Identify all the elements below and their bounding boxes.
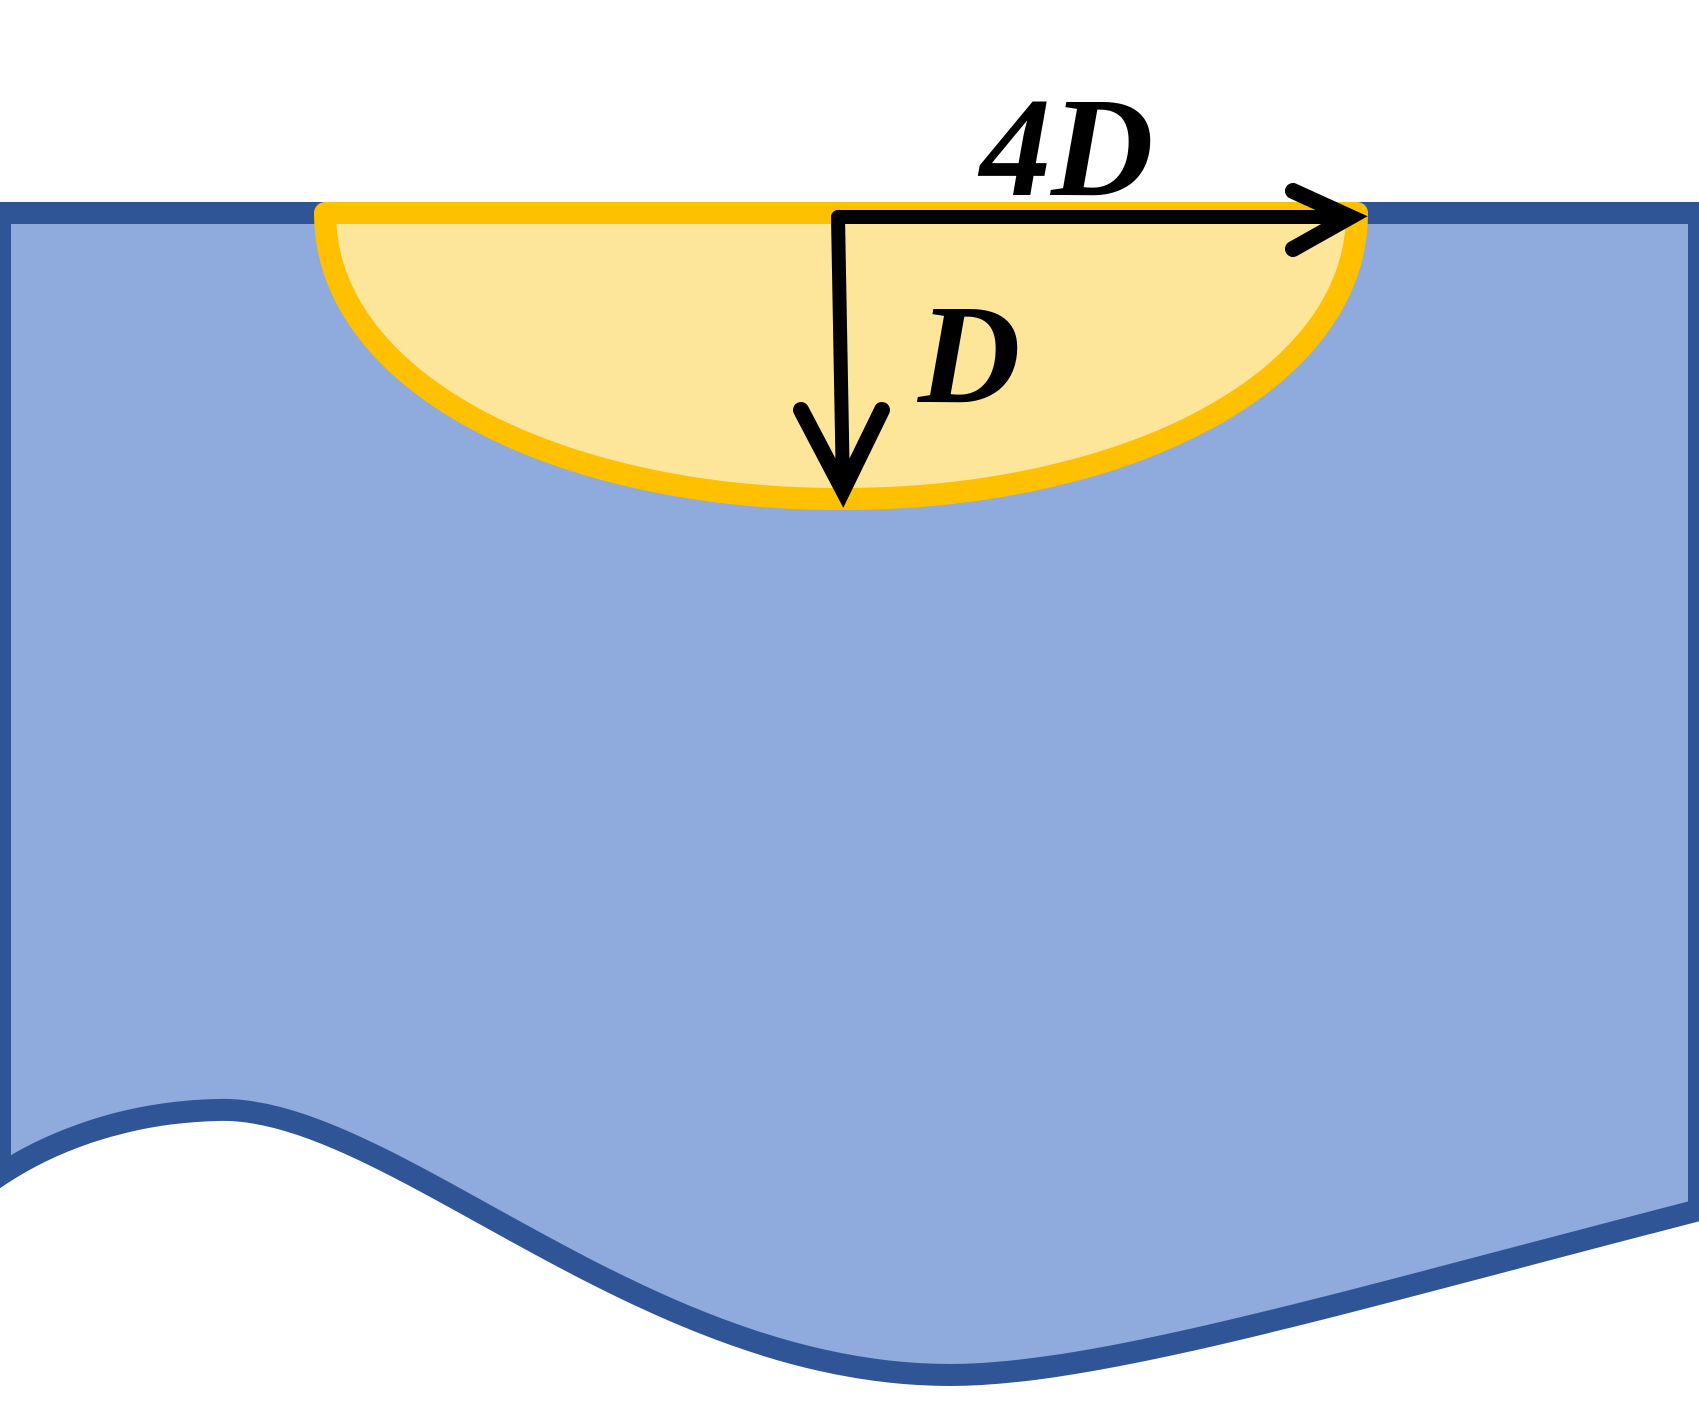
width-label: 4D <box>977 68 1154 226</box>
width-arrow <box>838 183 1368 257</box>
depth-arrow <box>793 210 890 508</box>
depth-label: D <box>916 275 1021 433</box>
substrate-region <box>0 202 1699 1387</box>
